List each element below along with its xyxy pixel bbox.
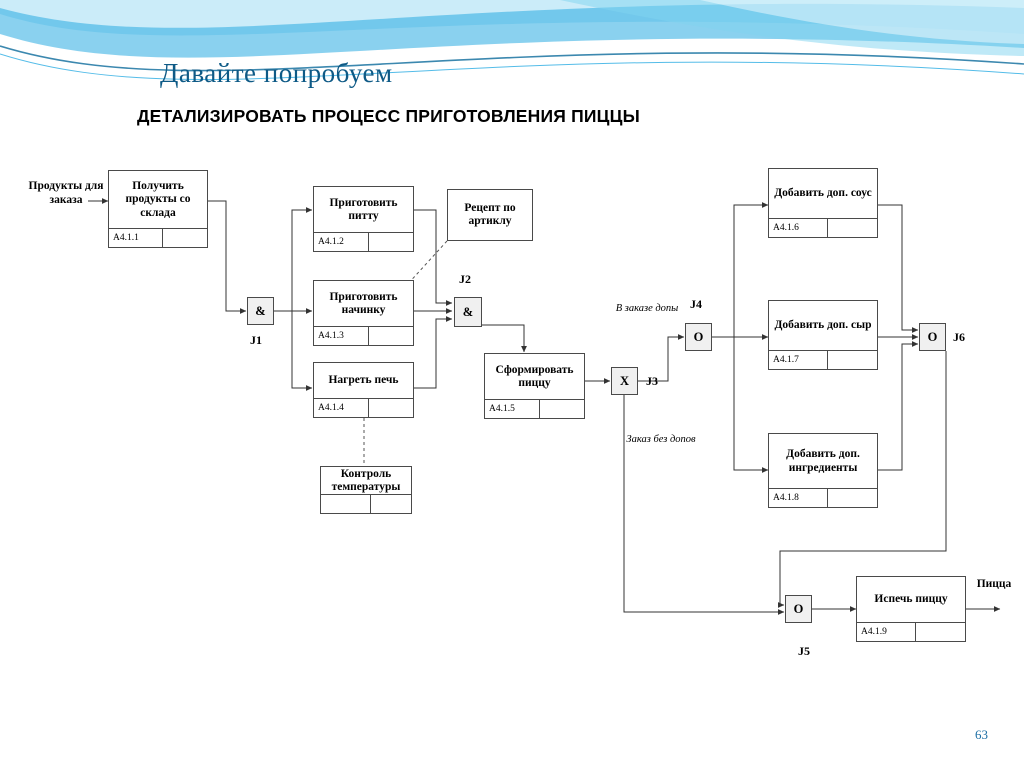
activity-code: A4.1.1	[109, 229, 163, 247]
junction-j2[interactable]: &	[454, 297, 482, 327]
junction-j4[interactable]: O	[685, 323, 712, 351]
activity-title: Приготовить начинку	[329, 290, 398, 316]
page-number: 63	[975, 727, 988, 742]
activity-title: Добавить доп. соус	[774, 187, 872, 200]
referent-box-recipe[interactable]: Рецепт по артиклу	[447, 189, 533, 241]
activity-box-a414[interactable]: Нагреть печь A4.1.4	[313, 362, 414, 418]
junction-j5[interactable]: O	[785, 595, 812, 623]
activity-code-blank	[163, 229, 207, 247]
referent-title: Рецепт по артиклу	[464, 201, 516, 227]
activity-title: Добавить доп. сыр	[774, 319, 872, 332]
activity-box-a415[interactable]: Сформировать пиццу A4.1.5	[484, 353, 585, 419]
junction-symbol: O	[793, 601, 804, 616]
activity-footer: A4.1.9	[857, 622, 965, 641]
activity-box-a418[interactable]: Добавить доп. ингредиенты A4.1.8	[768, 433, 878, 508]
activity-title: Сформировать пиццу	[495, 363, 574, 389]
activity-footer: A4.1.7	[769, 350, 877, 369]
activity-title: Получить продукты со склада	[125, 180, 191, 219]
activity-code: A4.1.8	[769, 489, 828, 507]
referent-code	[321, 495, 371, 513]
activity-title: Испечь пиццу	[874, 593, 948, 606]
junction-label-j3: J3	[646, 374, 658, 388]
activity-title: Добавить доп. ингредиенты	[786, 448, 860, 474]
junction-j6[interactable]: O	[919, 323, 946, 351]
activity-code: A4.1.9	[857, 623, 916, 641]
junction-j1[interactable]: &	[247, 297, 274, 325]
activity-code-blank	[369, 399, 414, 417]
activity-box-a412[interactable]: Приготовить питту A4.1.2	[313, 186, 414, 252]
activity-footer: A4.1.8	[769, 488, 877, 507]
activity-box-a413[interactable]: Приготовить начинку A4.1.3	[313, 280, 414, 346]
junction-label-j2: J2	[459, 272, 471, 286]
activity-box-a419[interactable]: Испечь пиццу A4.1.9	[856, 576, 966, 642]
junction-j3[interactable]: X	[611, 367, 638, 395]
junction-symbol: &	[462, 304, 474, 319]
junction-symbol: X	[619, 373, 630, 388]
activity-code: A4.1.2	[314, 233, 369, 251]
activity-box-a417[interactable]: Добавить доп. сыр A4.1.7	[768, 300, 878, 370]
activity-code-blank	[828, 219, 877, 237]
junction-label-j4: J4	[690, 297, 702, 311]
activity-footer: A4.1.5	[485, 399, 584, 418]
activity-code-blank	[369, 233, 414, 251]
junction-symbol: O	[693, 329, 704, 344]
referent-code-blank	[371, 495, 411, 513]
page-subtitle: ДЕТАЛИЗИРОВАТЬ ПРОЦЕСС ПРИГОТОВЛЕНИЯ ПИЦ…	[137, 106, 640, 126]
flow-label-with-extras: В заказе допы	[615, 303, 679, 314]
activity-title: Нагреть печь	[328, 374, 399, 387]
junction-label-j5: J5	[798, 644, 810, 658]
activity-code: A4.1.3	[314, 327, 369, 345]
activity-code-blank	[828, 489, 877, 507]
activity-footer: A4.1.4	[314, 398, 413, 417]
activity-code: A4.1.6	[769, 219, 828, 237]
junction-label-j6: J6	[953, 330, 965, 344]
activity-box-a416[interactable]: Добавить доп. соус A4.1.6	[768, 168, 878, 238]
activity-code-blank	[916, 623, 965, 641]
referent-footer	[321, 494, 411, 513]
referent-box-temperature-control[interactable]: Контроль температуры	[320, 466, 412, 514]
flow-label-output: Пицца	[976, 578, 1012, 590]
junction-symbol: O	[927, 329, 938, 344]
activity-footer: A4.1.2	[314, 232, 413, 251]
activity-footer: A4.1.1	[109, 228, 207, 247]
activity-code-blank	[369, 327, 414, 345]
junction-label-j1: J1	[250, 333, 262, 347]
activity-code: A4.1.5	[485, 400, 540, 418]
page-title: Давайте попробуем	[160, 58, 393, 88]
referent-title: Контроль температуры	[331, 467, 401, 493]
activity-code-blank	[540, 400, 585, 418]
activity-footer: A4.1.6	[769, 218, 877, 237]
activity-code-blank	[828, 351, 877, 369]
activity-code: A4.1.4	[314, 399, 369, 417]
activity-code: A4.1.7	[769, 351, 828, 369]
flow-label-input: Продукты для заказа	[28, 180, 104, 206]
activity-footer: A4.1.3	[314, 326, 413, 345]
activity-box-a411[interactable]: Получить продукты со склада A4.1.1	[108, 170, 208, 248]
flow-label-no-extras: Заказ без допов	[626, 434, 696, 445]
junction-symbol: &	[255, 303, 266, 318]
activity-title: Приготовить питту	[329, 196, 398, 222]
